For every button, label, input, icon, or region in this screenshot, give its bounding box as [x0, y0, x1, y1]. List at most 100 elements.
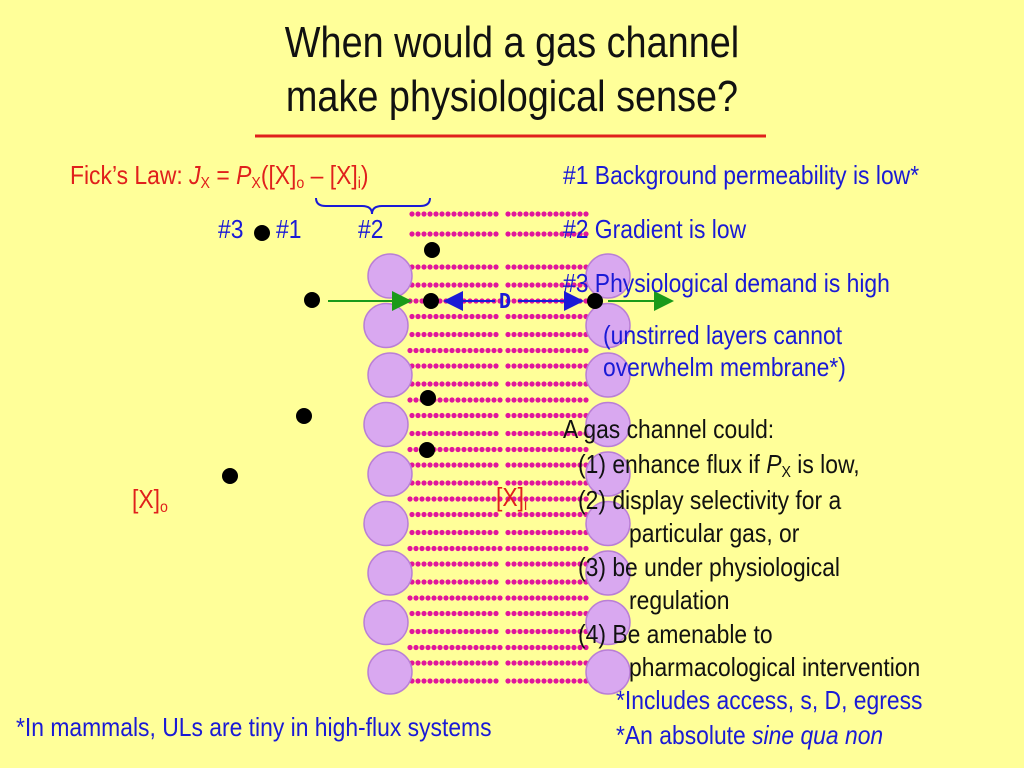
lipid-tail-dot	[571, 446, 577, 453]
lipid-tail-dot	[511, 298, 517, 304]
lipid-tail-dot	[457, 561, 463, 567]
lipid-tail-dot	[475, 313, 481, 320]
item1-X: X	[781, 463, 791, 482]
lipid-head-outer	[367, 253, 413, 299]
lipid-tail-dot	[413, 347, 419, 354]
lipid-tail-dot	[511, 561, 517, 567]
lipid-tail-dot	[511, 628, 517, 635]
lipid-tail-dot	[547, 511, 553, 518]
lipid-tail-dot	[541, 231, 547, 237]
lipid-tail-dot	[443, 545, 449, 552]
lipid-tail-dot	[577, 644, 583, 651]
lipid-tail-dot	[433, 610, 439, 617]
lipid-tail-dot	[511, 660, 517, 666]
lipid-tail-dot	[457, 529, 463, 536]
condition-1: #1 Background permeability is low*	[563, 160, 920, 190]
lipid-tail-dot	[577, 412, 583, 419]
lipid-tail-dot	[427, 381, 433, 387]
lipid-tail-dot	[529, 511, 535, 518]
lipid-tail-dot	[461, 644, 467, 651]
lipid-tail-dot	[577, 595, 583, 601]
lipid-tail-dot	[523, 446, 529, 453]
lipid-tail-dot	[439, 579, 445, 585]
lipid-tail-dot	[577, 430, 583, 437]
lipid-tail-dot	[583, 211, 589, 217]
lipid-tail-dot	[451, 363, 457, 369]
lipid-tail-dot	[493, 363, 499, 369]
lipid-tail-dot	[419, 545, 425, 552]
lipid-tail-dot	[487, 231, 493, 237]
lipid-tail-dot	[517, 678, 523, 684]
lipid-tail-dot	[439, 231, 445, 237]
lipid-tail-dot	[583, 446, 589, 453]
lipid-tail-dot	[577, 231, 583, 237]
lipid-tail-dot	[517, 430, 523, 437]
lipid-tail-dot	[421, 430, 427, 437]
lipid-tail-dot	[469, 529, 475, 536]
lipid-head-outer	[367, 451, 413, 497]
lipid-tail-dot	[497, 496, 503, 502]
lipid-tail-dot	[421, 678, 427, 684]
lipid-tail-dot	[517, 381, 523, 387]
lipid-tail-dot	[529, 211, 535, 217]
lipid-tail-dot	[553, 231, 559, 237]
lipid-tail-dot	[427, 678, 433, 684]
lipid-tail-dot	[457, 264, 463, 270]
lipid-tail-dot	[421, 412, 427, 419]
lipid-tail-dot	[455, 446, 461, 453]
lipid-tail-dot	[439, 282, 445, 288]
lipid-tail-dot	[547, 412, 553, 419]
lipid-tail-dot	[529, 610, 535, 617]
lipid-tail-dot	[565, 545, 571, 552]
lipid-tail-dot	[443, 446, 449, 453]
lipid-tail-dot	[523, 529, 529, 536]
lipid-tail-dot	[529, 282, 535, 288]
lipid-tail-dot	[437, 496, 443, 502]
lipid-tail-dot	[479, 397, 485, 403]
lipid-tail-dot	[469, 628, 475, 635]
lipid-tail-dot	[455, 545, 461, 552]
lipid-tail-dot	[445, 282, 451, 288]
lipid-tail-dot	[523, 628, 529, 635]
lipid-tail-dot	[445, 430, 451, 437]
lipid-tail-dot	[493, 529, 499, 536]
lipid-tail-dot	[433, 381, 439, 387]
lipid-tail-dot	[481, 231, 487, 237]
lipid-tail-dot	[571, 331, 577, 338]
lipid-tail-dot	[487, 660, 493, 666]
lipid-tail-dot	[457, 579, 463, 585]
channel-item-1: (1) enhance flux if PX is low,	[578, 449, 860, 482]
lipid-tail-dot	[565, 446, 571, 453]
lipid-tail-dot	[439, 480, 445, 486]
condition-3-note-a: (unstirred layers cannot	[603, 320, 843, 350]
lipid-tail-dot	[463, 529, 469, 536]
lipid-head-inner	[585, 401, 631, 448]
lipid-tail-dot	[463, 462, 469, 468]
lipid-tail-dot	[451, 660, 457, 666]
flux-symbol: J	[189, 160, 201, 190]
lipid-tail-dot	[485, 644, 491, 651]
lipid-tail-dot	[517, 545, 523, 552]
lipid-tail-dot	[541, 313, 547, 320]
lipid-tail-dot	[467, 644, 473, 651]
lipid-tail-dot	[511, 610, 517, 617]
lipid-tail-dot	[505, 264, 511, 270]
lipid-tail-dot	[523, 211, 529, 217]
lipid-head-inner	[585, 550, 631, 596]
permeability-symbol: P	[236, 160, 252, 190]
lipid-tail-dot	[535, 561, 541, 567]
lipid-head-inner	[585, 352, 631, 398]
lipid-tail-dot	[415, 430, 421, 437]
lipid-tail-dot	[505, 298, 511, 304]
lipid-tail-dot	[523, 363, 529, 369]
lipid-head-outer	[363, 500, 409, 547]
lipid-tail-dot	[463, 610, 469, 617]
lipid-tail-dot	[431, 347, 437, 354]
lipid-tail-dot	[547, 347, 553, 354]
lipid-tail-dot	[571, 678, 577, 684]
lipid-tail-dot	[469, 412, 475, 419]
lipid-tail-dot	[559, 579, 565, 585]
lipid-tail-dot	[547, 644, 553, 651]
lipid-tail-dot	[523, 545, 529, 552]
lipid-tail-dot	[529, 446, 535, 453]
